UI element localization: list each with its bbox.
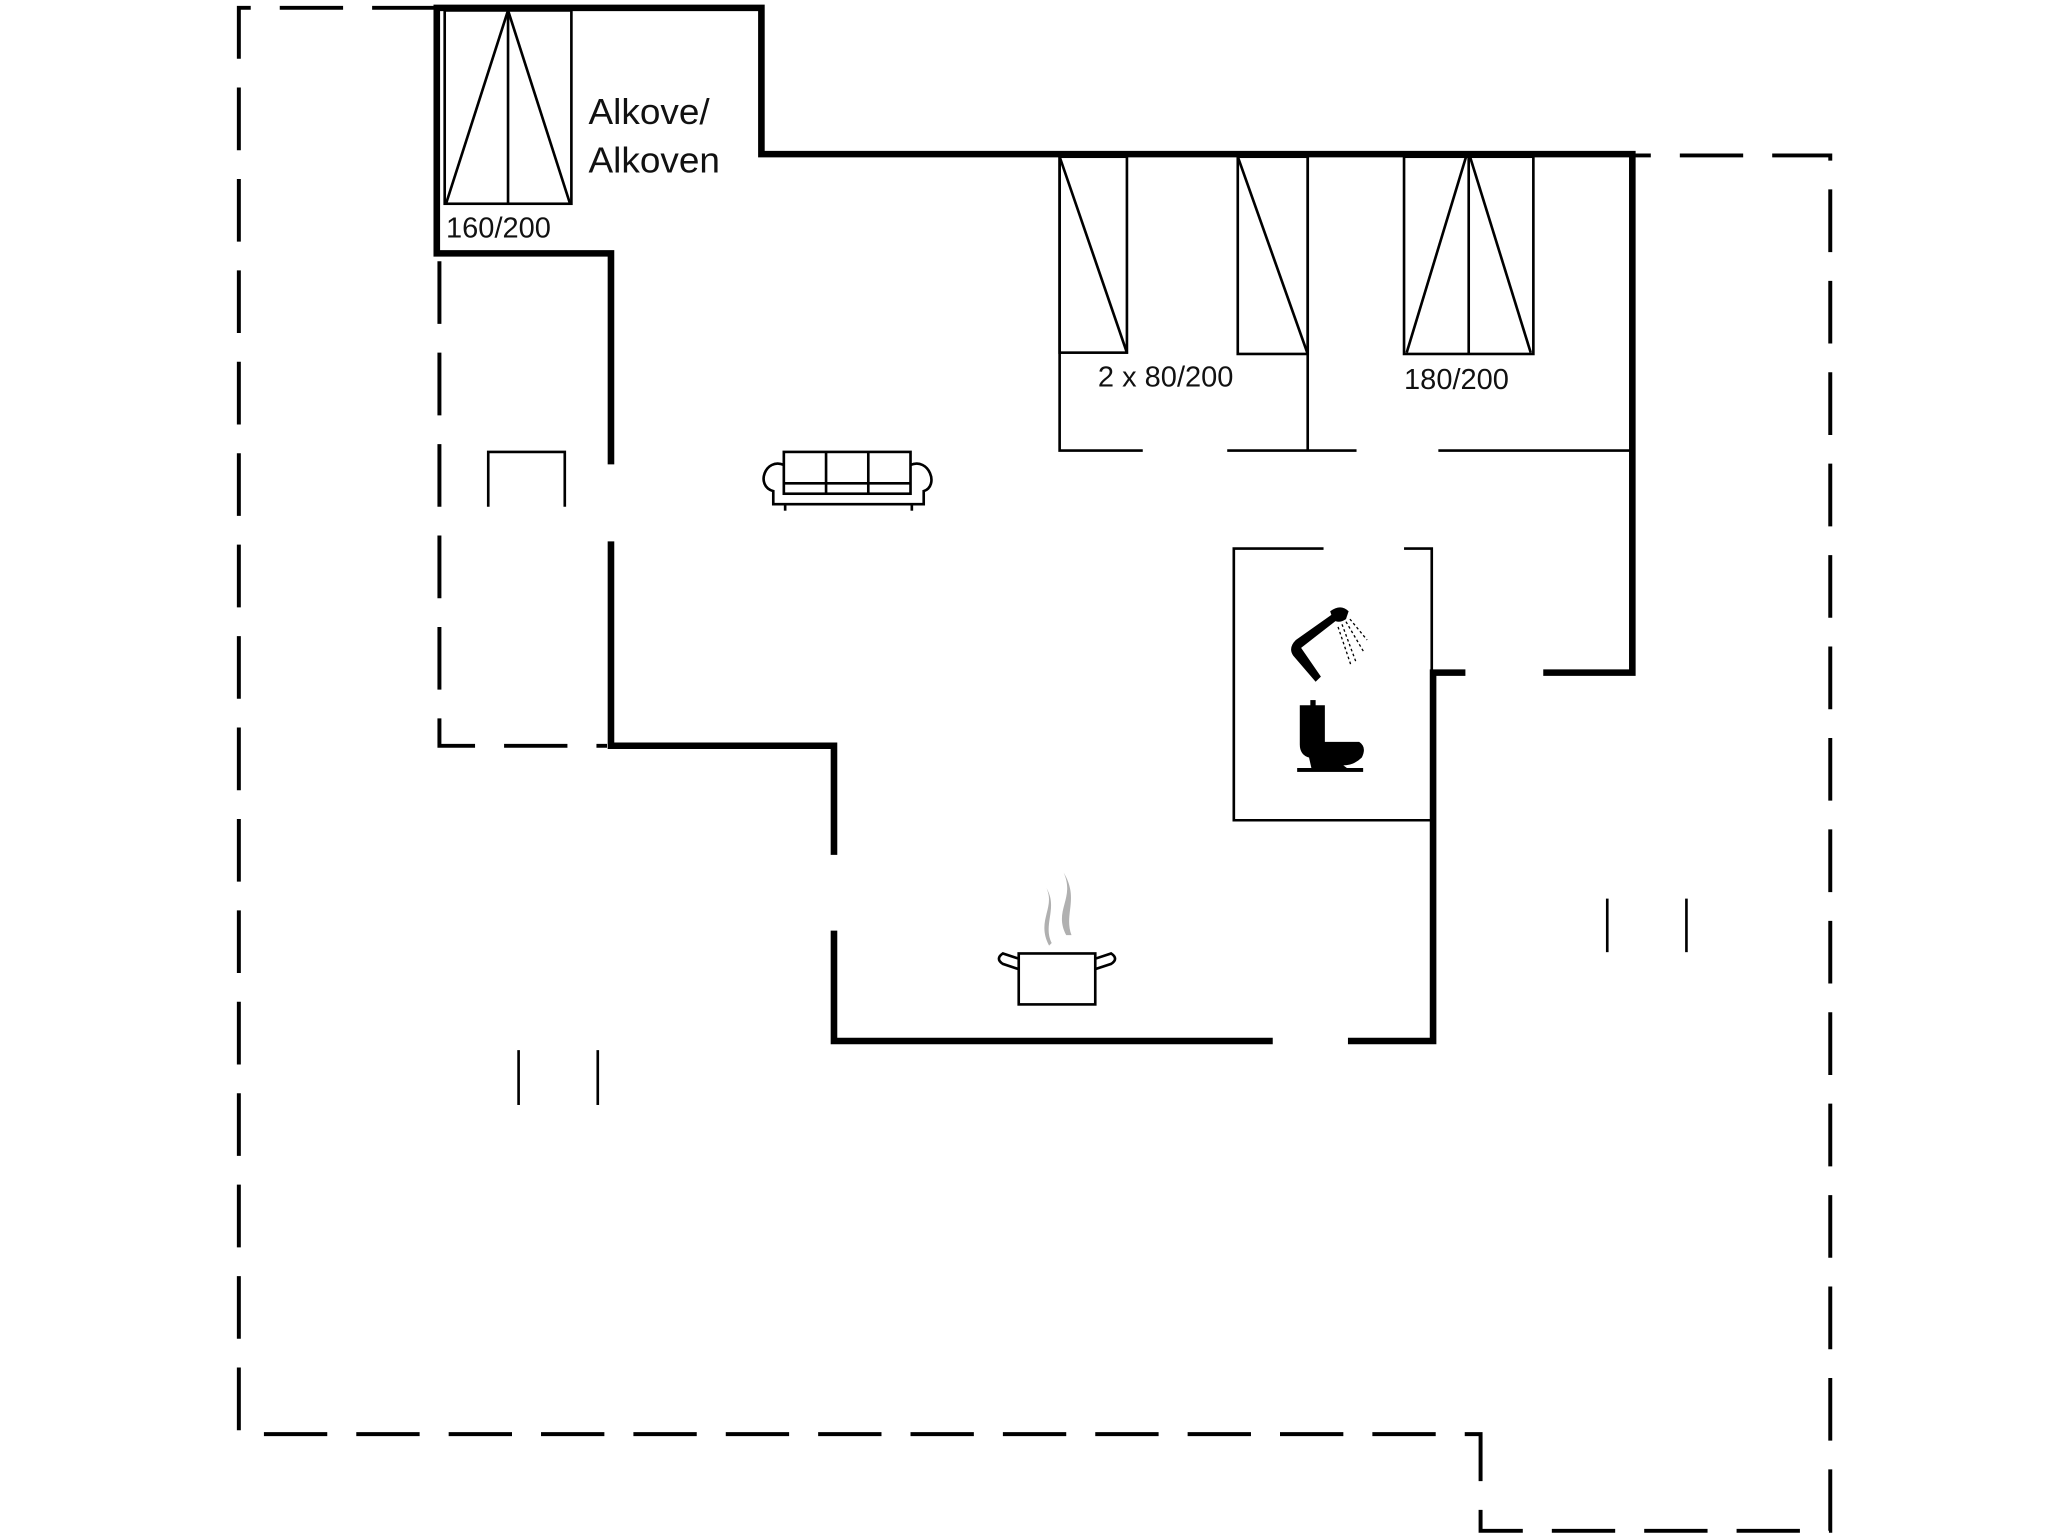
cooking-pot-icon [997, 872, 1117, 1006]
terrace-marker-left [517, 1050, 600, 1105]
outer-dashed-boundary [236, 5, 1833, 1533]
bed-label-160: 160/200 [446, 213, 551, 245]
single-bed-1 [1058, 155, 1129, 354]
bed-label-2x80: 2 x 80/200 [1098, 362, 1234, 394]
terrace-marker-right [1605, 898, 1688, 953]
alcove-label-line1: Alkove/ [589, 91, 711, 132]
alcove-label-line2: Alkoven [589, 140, 720, 181]
toilet-icon [1297, 700, 1364, 772]
sofa-icon [762, 450, 933, 511]
shower-icon [1291, 607, 1368, 682]
bed-label-180: 180/200 [1404, 364, 1509, 396]
bed-180-200 [1402, 155, 1535, 356]
wardrobe-symbol [486, 450, 567, 507]
exterior-walls [433, 4, 1636, 1045]
single-bed-2 [1236, 155, 1310, 356]
bed-160-200: 160/200 [443, 9, 573, 245]
interior-walls [1058, 154, 1630, 822]
